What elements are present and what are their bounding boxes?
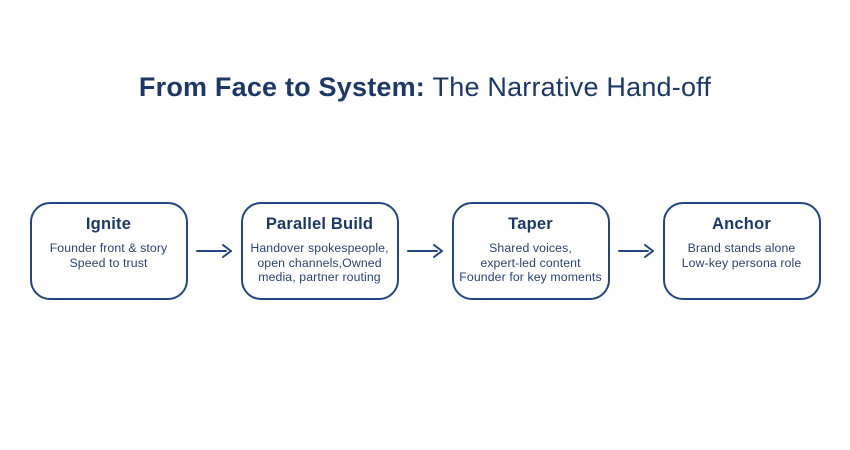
page-title-bold: From Face to System:: [138, 72, 425, 102]
step-card-taper: Taper Shared voices, expert-led content …: [451, 202, 610, 300]
right-arrow-icon: [617, 243, 655, 259]
right-arrow-icon: [406, 243, 444, 259]
step-body: Founder front & story Speed to trust: [49, 241, 168, 270]
step-card-anchor: Anchor Brand stands alone Low-key person…: [662, 202, 821, 300]
step-title: Anchor: [712, 215, 771, 233]
step-title: Ignite: [85, 215, 132, 233]
step-body: Handover spokespeople, open channels,Own…: [250, 241, 389, 284]
flow-row: Ignite Founder front & story Speed to tr…: [0, 202, 850, 300]
page-title: From Face to System:The Narrative Hand-o…: [0, 72, 850, 103]
step-body: Brand stands alone Low-key persona role: [681, 241, 802, 270]
step-title: Parallel Build: [265, 215, 374, 233]
step-card-ignite: Ignite Founder front & story Speed to tr…: [29, 202, 188, 300]
right-arrow-icon: [195, 243, 233, 259]
step-body: Shared voices, expert-led content Founde…: [459, 241, 602, 284]
step-title: Taper: [508, 215, 553, 233]
page-title-regular: The Narrative Hand-off: [432, 72, 712, 102]
step-card-parallel-build: Parallel Build Handover spokespeople, op…: [240, 202, 399, 300]
